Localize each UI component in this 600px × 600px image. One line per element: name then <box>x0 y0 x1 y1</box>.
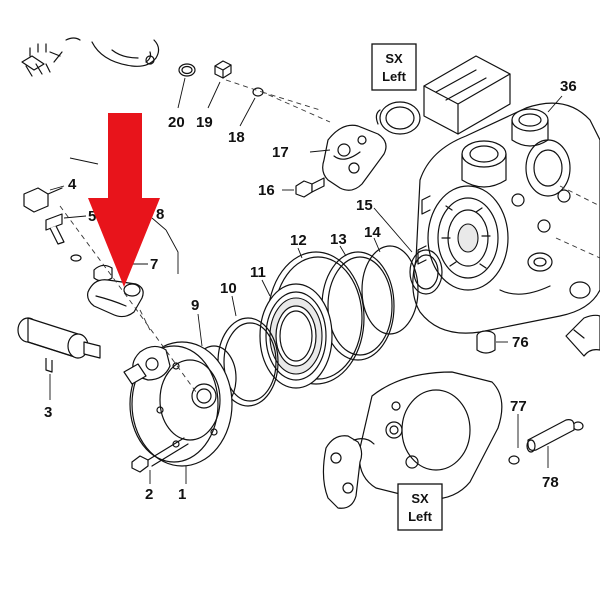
sx-label-bottom-line2: Left <box>408 509 433 524</box>
pin-78 <box>526 419 575 468</box>
small-o-ring-6 <box>70 254 82 262</box>
o-ring-20 <box>177 63 196 109</box>
plug-76 <box>476 330 508 354</box>
top-left-screw-part <box>21 37 81 77</box>
callout-36: 36 <box>560 78 577 95</box>
callout-11: 11 <box>250 264 266 281</box>
callout-3: 3 <box>44 404 52 421</box>
callout-15: 15 <box>356 197 373 214</box>
elbow-fitting-8 <box>69 157 179 318</box>
callout-9: 9 <box>191 297 199 314</box>
seal-ring-top <box>375 101 421 135</box>
end-cover-1 <box>123 341 233 484</box>
washer-18 <box>239 87 264 127</box>
callout-77: 77 <box>510 398 527 415</box>
sx-label-top-line1: SX <box>385 51 403 66</box>
callout-1: 1 <box>178 486 186 503</box>
sx-left-label-top: SX Left <box>371 43 417 91</box>
fitting-5 <box>45 213 87 245</box>
callout-labels: 1 2 3 4 5 7 8 9 10 11 12 13 14 15 16 17 … <box>44 78 577 503</box>
callout-12: 12 <box>290 232 307 249</box>
callout-18: 18 <box>228 129 245 146</box>
fitting-4 <box>23 185 65 213</box>
sx-label-top-line2: Left <box>382 69 407 84</box>
callout-14: 14 <box>364 224 381 241</box>
callout-19: 19 <box>196 114 213 131</box>
top-housing-fragment <box>91 39 160 67</box>
nut-19 <box>207 60 232 109</box>
bolt-2 <box>131 437 189 484</box>
callout-8: 8 <box>156 206 164 223</box>
valve-3 <box>17 317 101 400</box>
callout-7: 7 <box>150 256 158 273</box>
callout-2: 2 <box>145 486 153 503</box>
bottom-side-plate-gasket <box>322 435 375 509</box>
callout-17: 17 <box>272 144 289 161</box>
ring-14 <box>361 237 419 335</box>
red-highlight-arrow-icon <box>88 113 160 287</box>
bottom-side-plate <box>358 371 503 500</box>
sx-label-bottom-line1: SX <box>411 491 429 506</box>
callout-16: 16 <box>258 182 275 199</box>
callout-13: 13 <box>330 231 347 248</box>
callout-4: 4 <box>68 176 77 193</box>
callout-76: 76 <box>512 334 529 351</box>
top-cover-block <box>423 55 511 135</box>
callout-20: 20 <box>168 114 185 131</box>
bolt-16 <box>282 177 325 198</box>
callout-78: 78 <box>542 474 559 491</box>
side-plate-17 <box>309 124 387 191</box>
right-edge-partial-part <box>565 314 600 357</box>
callout-5: 5 <box>88 208 96 225</box>
o-ring-15 <box>373 207 443 295</box>
pump-body-housing <box>412 95 600 334</box>
sx-left-label-bottom: SX Left <box>397 483 443 531</box>
callout-10: 10 <box>220 280 237 297</box>
